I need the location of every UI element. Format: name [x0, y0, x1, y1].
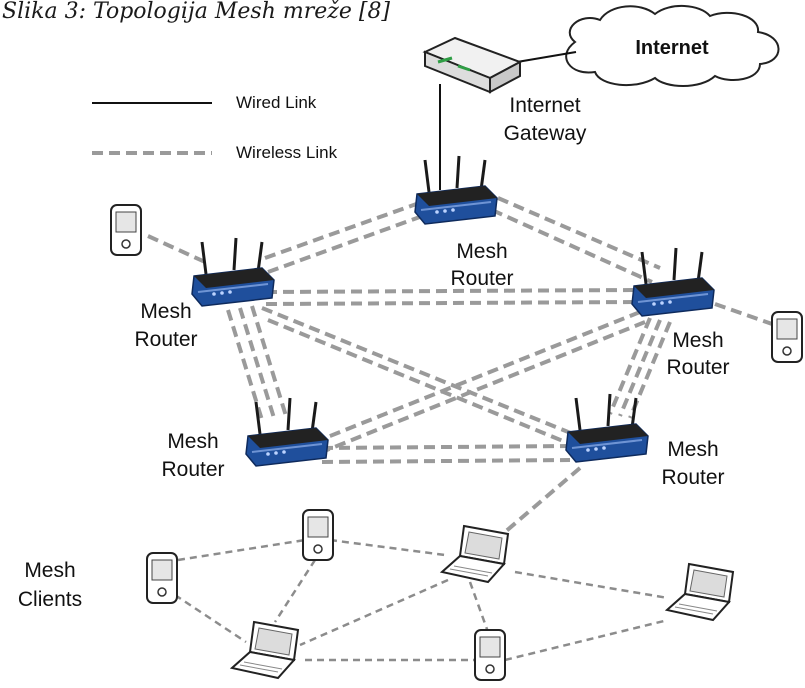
laptop-icon: [231, 621, 299, 679]
mesh-router-bottom-right: Mesh Router: [564, 392, 725, 489]
mesh-router-right: Mesh Router: [630, 246, 730, 379]
phone-icon: [474, 629, 506, 681]
gateway-icon: [422, 36, 523, 94]
internet-cloud: Internet: [565, 4, 780, 87]
internet-gateway: Internet Gateway: [422, 36, 587, 145]
router-label-line1: Mesh: [140, 300, 191, 323]
wired-link-gateway-internet: [516, 51, 577, 63]
links: [147, 51, 776, 662]
router-icon: [413, 154, 499, 226]
clients-label-line1: Mesh: [24, 559, 75, 582]
mesh-router-left: Mesh Router: [134, 236, 276, 351]
router-label-line2: Router: [134, 328, 197, 351]
router-icon: [630, 246, 716, 318]
router-label-line2: Router: [450, 267, 513, 290]
internet-label: Internet: [635, 37, 709, 59]
laptop-icon: [441, 525, 509, 583]
router-label-line1: Mesh: [667, 438, 718, 461]
clients-label-line2: Clients: [18, 588, 82, 611]
router-label-line2: Router: [661, 466, 724, 489]
router-label-line2: Router: [161, 458, 224, 481]
figure-caption: Slika 3: Topologija Mesh mreže [8]: [2, 0, 390, 24]
phone-icon: [110, 204, 142, 256]
router-label-line2: Router: [666, 356, 729, 379]
router-label-line1: Mesh: [672, 329, 723, 352]
gateway-label-line1: Internet: [509, 94, 580, 117]
client-wireless-links: [174, 538, 669, 662]
router-icon: [564, 392, 650, 464]
phone-icon: [771, 311, 803, 363]
router-label-line1: Mesh: [456, 240, 507, 263]
laptop-icon: [666, 563, 734, 621]
router-wireless-links: [147, 196, 776, 534]
phone-icon: [302, 509, 334, 561]
legend: Wired Link Wireless Link: [92, 93, 338, 162]
phone-icon: [146, 552, 178, 604]
mesh-clients: Mesh Clients: [18, 204, 803, 681]
router-label-line1: Mesh: [167, 430, 218, 453]
gateway-label-line2: Gateway: [504, 122, 587, 145]
mesh-router-top: Mesh Router: [413, 154, 514, 290]
legend-wired-label: Wired Link: [236, 93, 317, 112]
mesh-router-bottom-left: Mesh Router: [161, 396, 330, 481]
router-icon: [190, 236, 276, 308]
legend-wireless-label: Wireless Link: [236, 143, 338, 162]
